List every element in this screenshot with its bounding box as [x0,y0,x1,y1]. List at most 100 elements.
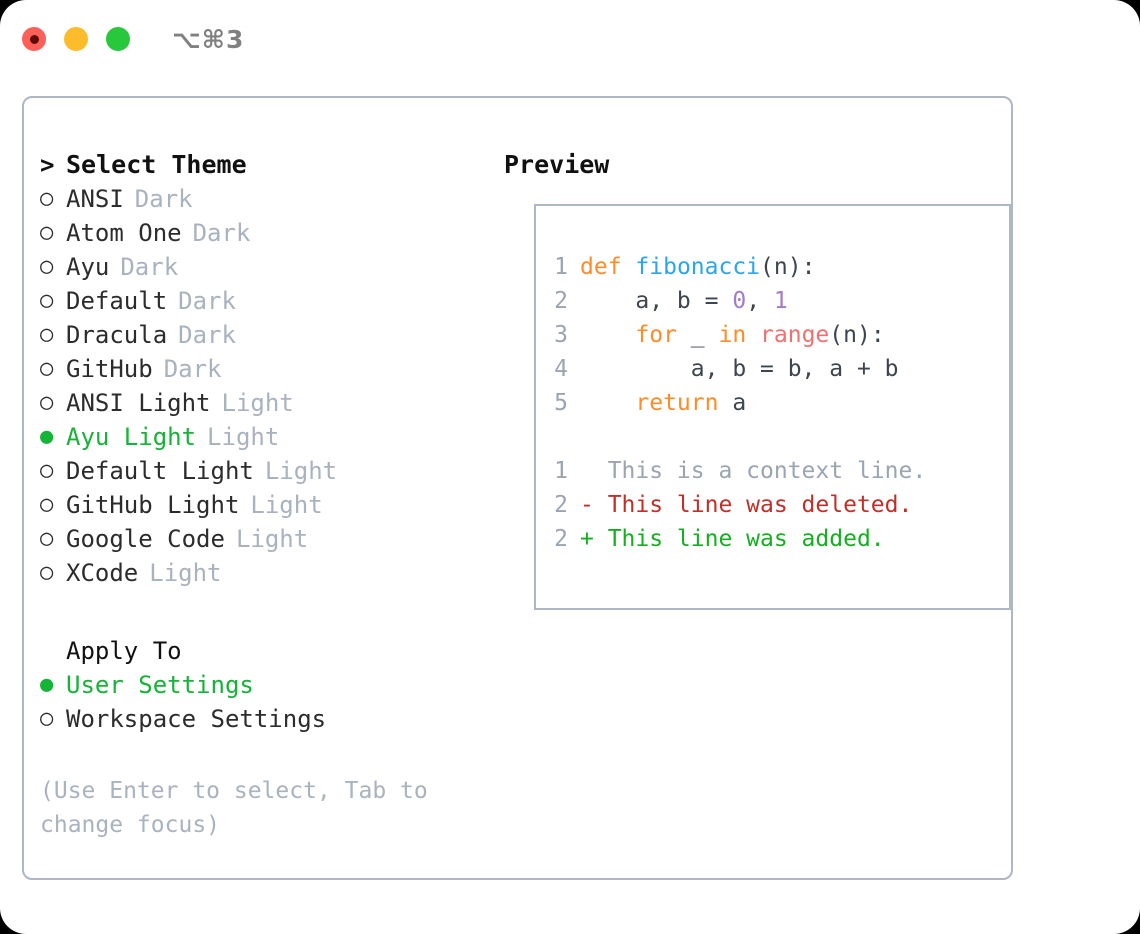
radio-unselected-icon[interactable]: ○ [40,390,54,415]
theme-kind-label: Light [264,457,338,485]
theme-name: GitHub Light [66,491,240,519]
theme-list-item[interactable]: ● Ayu Light Light [40,420,504,454]
theme-list-item[interactable]: ○ GitHub Light Light [40,488,504,522]
line-number: 2 [554,492,568,518]
preview-title: Preview [504,150,610,179]
close-button-icon[interactable] [22,27,46,51]
theme-name: Ayu Light [66,423,197,451]
code-line: 2 a, b = 0, 1 [536,284,1009,318]
theme-name: Google Code [66,525,225,553]
code-token: range [760,322,830,348]
code-token: , [746,288,774,314]
diff-line: 1 This is a context line. [536,454,1009,488]
radio-unselected-icon[interactable]: ○ [40,356,54,381]
page-title: Select Theme [66,150,247,179]
line-number: 2 [554,526,568,552]
radio-selected-icon[interactable]: ● [40,424,54,449]
radio-unselected-icon[interactable]: ○ [40,458,54,483]
theme-name: ANSI [66,185,124,213]
minimize-button-icon[interactable] [64,27,88,51]
theme-list-item[interactable]: ○ XCode Light [40,556,504,590]
select-theme-heading-row: > Select Theme [40,148,504,182]
theme-name: Default [66,287,168,315]
line-number: 3 [554,322,568,348]
radio-unselected-icon[interactable]: ○ [40,706,54,731]
traffic-lights [22,27,130,51]
theme-kind-label: Light [207,423,280,451]
radio-unselected-icon[interactable]: ○ [40,526,54,551]
apply-to-list: ● User Settings ○ Workspace Settings [40,668,504,736]
radio-unselected-icon[interactable]: ○ [40,254,54,279]
diff-line-text: This is a context line. [580,458,927,484]
code-line: 1 def fibonacci(n): [536,250,1009,284]
code-token: return [635,390,719,416]
radio-unselected-icon[interactable]: ○ [40,288,54,313]
line-number: 1 [554,458,568,484]
theme-name: Dracula [66,321,168,349]
theme-kind-label: Dark [134,185,193,213]
radio-unselected-icon[interactable]: ○ [40,560,54,585]
code-token: fibonacci [635,254,761,280]
code-token: a [718,390,747,416]
diff-line: 2- This line was deleted. [536,488,1009,522]
caret-icon: > [40,151,55,179]
code-token: a, b = b, a + b [580,356,899,382]
theme-list-item[interactable]: ○ Default Dark [40,284,504,318]
apply-to-label: Workspace Settings [66,705,327,733]
line-number: 1 [554,254,568,280]
code-token [622,254,636,280]
theme-list-item[interactable]: ○ GitHub Dark [40,352,504,386]
radio-selected-icon[interactable]: ● [40,672,54,697]
diff-block: 1 This is a context line.2- This line wa… [536,454,1009,556]
code-token: a, b = [580,288,733,314]
theme-kind-label: Light [149,559,222,587]
theme-name: GitHub [66,355,153,383]
code-line-text: return a [580,386,746,420]
code-token: for [635,322,677,348]
theme-kind-label: Light [250,491,323,519]
title-bar: ⌥⌘3 [0,0,1140,78]
theme-kind-label: Dark [192,219,251,247]
code-line-text: a, b = b, a + b [580,352,899,386]
maximize-button-icon[interactable] [106,27,130,51]
code-line: 4 a, b = b, a + b [536,352,1009,386]
apply-to-heading: Apply To [66,637,182,665]
apply-to-item[interactable]: ○ Workspace Settings [40,702,504,736]
code-token: def [580,254,622,280]
code-spacer [536,420,1009,454]
theme-name: XCode [66,559,139,587]
theme-kind-label: Dark [163,355,222,383]
code-token: (n): [760,254,816,280]
radio-unselected-icon[interactable]: ○ [40,220,54,245]
diff-line-text: + This line was added. [580,526,885,552]
radio-unselected-icon[interactable]: ○ [40,186,54,211]
theme-kind-label: Dark [178,287,236,315]
code-line: 5 return a [536,386,1009,420]
radio-unselected-icon[interactable]: ○ [40,322,54,347]
keyboard-hint: (Use Enter to select, Tab to change focu… [40,778,442,838]
code-token: 1 [773,288,788,314]
apply-to-item[interactable]: ● User Settings [40,668,504,702]
code-token [580,322,635,348]
line-number: 2 [554,288,568,314]
theme-list-item[interactable]: ○ ANSI Dark [40,182,504,216]
code-token: 0 [732,288,747,314]
diff-line: 2 + This line was added. [536,522,1009,556]
theme-kind-label: Dark [178,321,236,349]
window-title-shortcut: ⌥⌘3 [172,24,245,54]
line-number: 4 [554,356,568,382]
radio-unselected-icon[interactable]: ○ [40,492,54,517]
apply-to-label: User Settings [66,671,254,699]
code-line-text: def fibonacci(n): [580,250,815,284]
theme-list-item[interactable]: ○ Dracula Dark [40,318,504,352]
